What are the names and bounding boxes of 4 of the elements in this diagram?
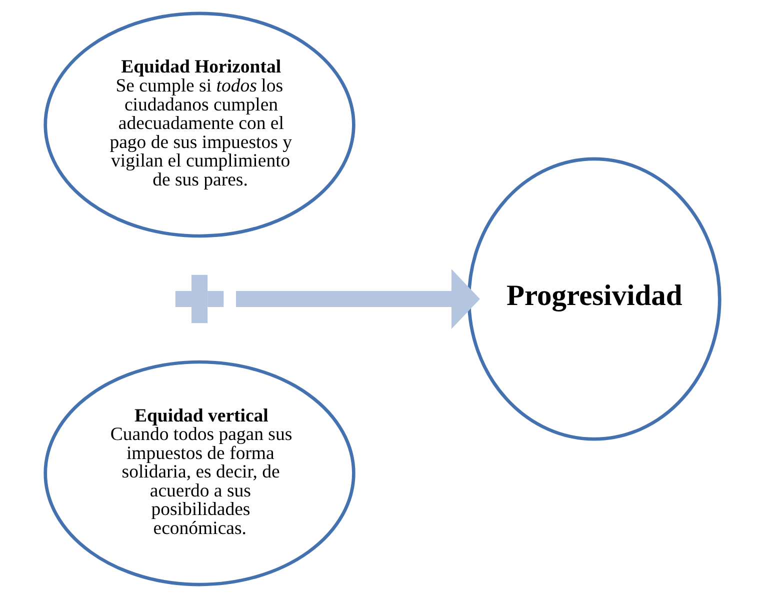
arrow bbox=[236, 269, 480, 329]
node-ellipse: Equidad Horizontal Se cumple si todos los ciudadanos cumplen adecuadamente con el pago de sus impuestos y vigilan el cumplimiento de sus pares. bbox=[44, 12, 356, 238]
node-ellipse: Equidad vertical Cuando todos pagan sus impuestos de forma solidaria, es decir, de acuerdo a sus posibilidades económicas. bbox=[44, 360, 356, 586]
node-ellipse: Progresividad bbox=[467, 157, 722, 441]
